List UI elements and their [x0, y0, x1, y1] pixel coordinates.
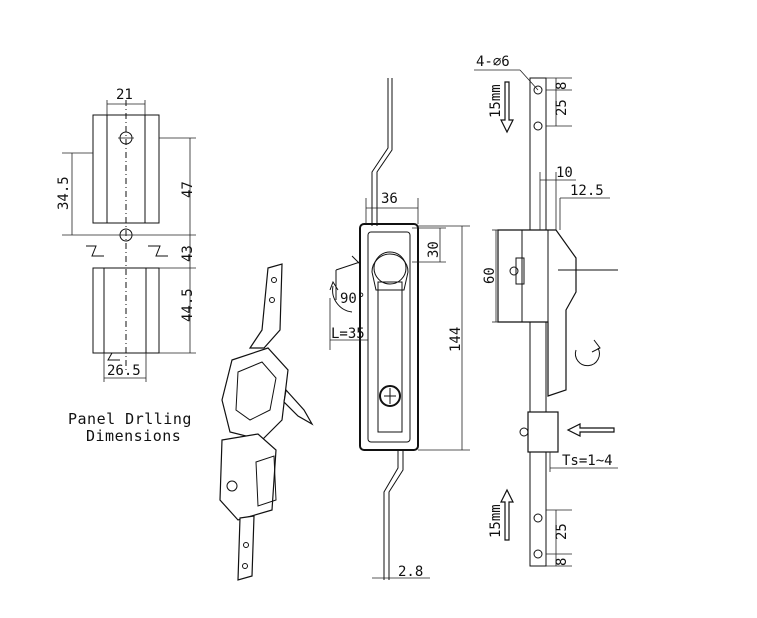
iso-handle-body [221, 347, 289, 441]
side-latch-block [527, 411, 559, 453]
iso-latch-tongue [283, 388, 314, 426]
front-view: 90° L=35 36 30 144 2.8 [329, 78, 470, 580]
dim-90-label: 90° [340, 291, 365, 307]
dim-43-label: 43 [180, 245, 196, 262]
panel-drilling-view: 21 34.5 47 43 44.5 26.5 Panel Drlling Di… [56, 87, 196, 445]
front-handle-head [371, 253, 409, 291]
isometric-view [219, 263, 314, 581]
rotation-arrow-icon [332, 285, 353, 313]
dim-36-label: 36 [381, 191, 398, 207]
dim-12-5-label: 12.5 [570, 183, 604, 199]
side-top-hole-icon [533, 85, 543, 95]
turn-arrow-icon [574, 347, 600, 367]
stroke-up-arrow-icon [500, 488, 514, 541]
side-bottom-hole-icon [533, 513, 543, 523]
dim-47-label: 47 [180, 181, 196, 198]
lower-slot [103, 267, 147, 354]
force-arrow-icon [566, 423, 615, 437]
stroke-down-arrow-icon [500, 81, 514, 134]
front-lock-icon [379, 385, 401, 407]
front-lower-rod [383, 450, 404, 580]
break-mark-left [86, 245, 104, 257]
front-upper-rod [371, 78, 393, 226]
side-housing [497, 229, 577, 397]
dim-bottom-8-label: 8 [554, 558, 570, 566]
dim-144-label: 144 [448, 327, 464, 352]
dim-44-5-label: 44.5 [180, 288, 196, 322]
iso-screw-icon [226, 480, 238, 492]
dim-2-8-label: 2.8 [398, 564, 423, 580]
iso-lower-housing [219, 433, 277, 521]
break-mark-right [148, 245, 168, 257]
dim-15mm-bottom-label: 15mm [488, 504, 504, 538]
iso-upper-rod [248, 263, 283, 349]
caption-line-1: Panel Drlling [68, 410, 192, 428]
dim-ts-label: Ts=1~4 [562, 453, 613, 469]
side-knob-icon [509, 266, 519, 276]
dim-26-5-label: 26.5 [107, 363, 141, 379]
dim-60-label: 60 [482, 267, 498, 284]
dim-10-label: 10 [556, 165, 573, 181]
dim-bottom-25-label: 25 [554, 523, 570, 540]
dim-l35-label: L=35 [331, 326, 365, 342]
front-housing [359, 223, 419, 451]
dim-34-5-label: 34.5 [56, 176, 72, 210]
dim-21-label: 21 [116, 87, 133, 103]
dim-top-25-label: 25 [554, 99, 570, 116]
dim-30-label: 30 [426, 241, 442, 258]
dim-top-8-label: 8 [554, 82, 570, 90]
dim-4-holes-label: 4-∅6 [476, 54, 510, 70]
front-handle-slot [377, 281, 403, 433]
caption-line-2: Dimensions [86, 427, 181, 445]
side-view: 4-∅6 8 25 15mm 15mm 10 [474, 54, 618, 567]
dim-15mm-top-label: 15mm [488, 84, 504, 118]
